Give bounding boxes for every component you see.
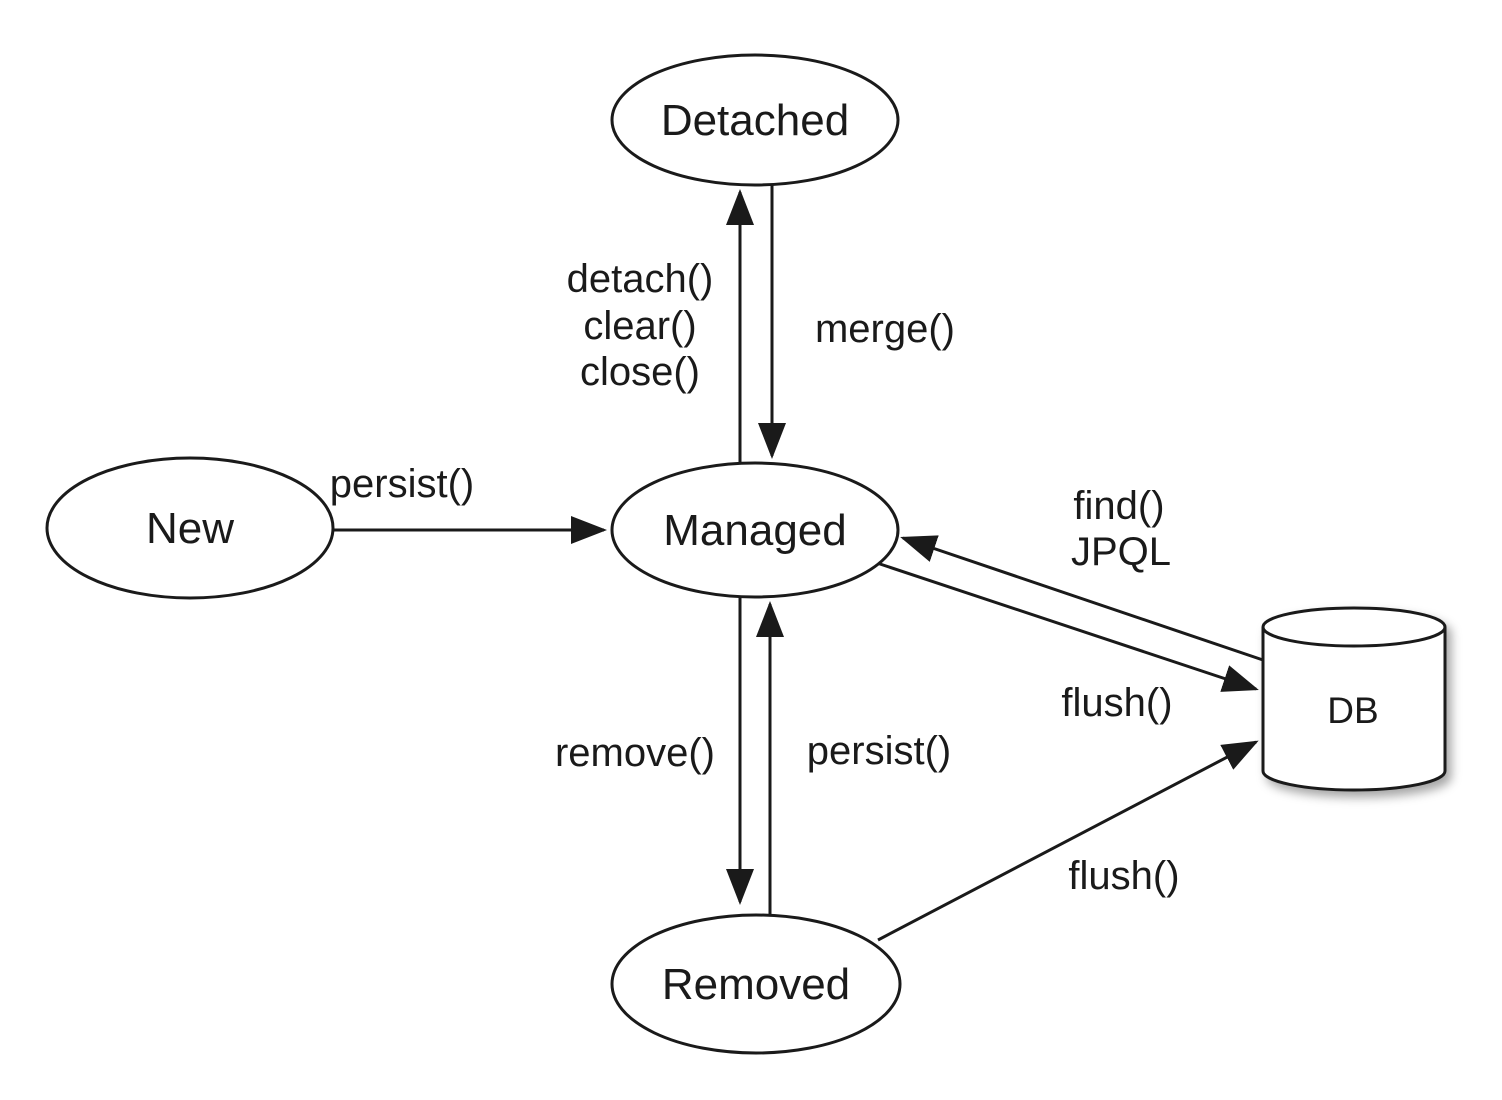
- node-ellipse-managed: [610, 461, 900, 599]
- edge-label-jpql: JPQL: [1071, 530, 1171, 574]
- edge-label-find: find(): [1073, 484, 1164, 528]
- edge-label-clear: clear(): [583, 304, 696, 348]
- edges: [334, 185, 1264, 942]
- db-cylinder: [1261, 606, 1447, 792]
- db-cylinder-top: [1261, 606, 1447, 648]
- node-label-managed: Managed: [663, 506, 846, 555]
- edge-label-detach: detach(): [567, 257, 714, 301]
- node-ellipse-new: [45, 456, 335, 600]
- node-label-detached: Detached: [661, 96, 849, 145]
- edge-flush-removed-to-db: [877, 740, 1259, 942]
- node-ellipse-removed: [610, 913, 902, 1055]
- edge-label-persist-new: persist(): [330, 462, 474, 506]
- edge-label-merge: merge(): [815, 307, 955, 351]
- node-label-removed: Removed: [662, 960, 850, 1009]
- edge-flush-managed-to-db: [876, 561, 1259, 692]
- edge-find-db-to-managed: [900, 535, 1264, 662]
- edge-label-remove: remove(): [555, 731, 715, 775]
- node-ellipse-detached: [610, 53, 900, 187]
- edge-label-persist-removed: persist(): [807, 729, 951, 773]
- edge-labels: persist() detach() clear() close() merge…: [330, 257, 1180, 898]
- edge-label-flush-managed: flush(): [1061, 681, 1172, 725]
- node-label-db: DB: [1327, 690, 1378, 731]
- edge-label-flush-removed: flush(): [1068, 854, 1179, 898]
- edge-label-close: close(): [580, 350, 700, 394]
- node-label-new: New: [146, 504, 234, 553]
- db-cylinder-body: [1261, 627, 1447, 792]
- nodes: Detached New Managed Removed DB: [45, 53, 1447, 1055]
